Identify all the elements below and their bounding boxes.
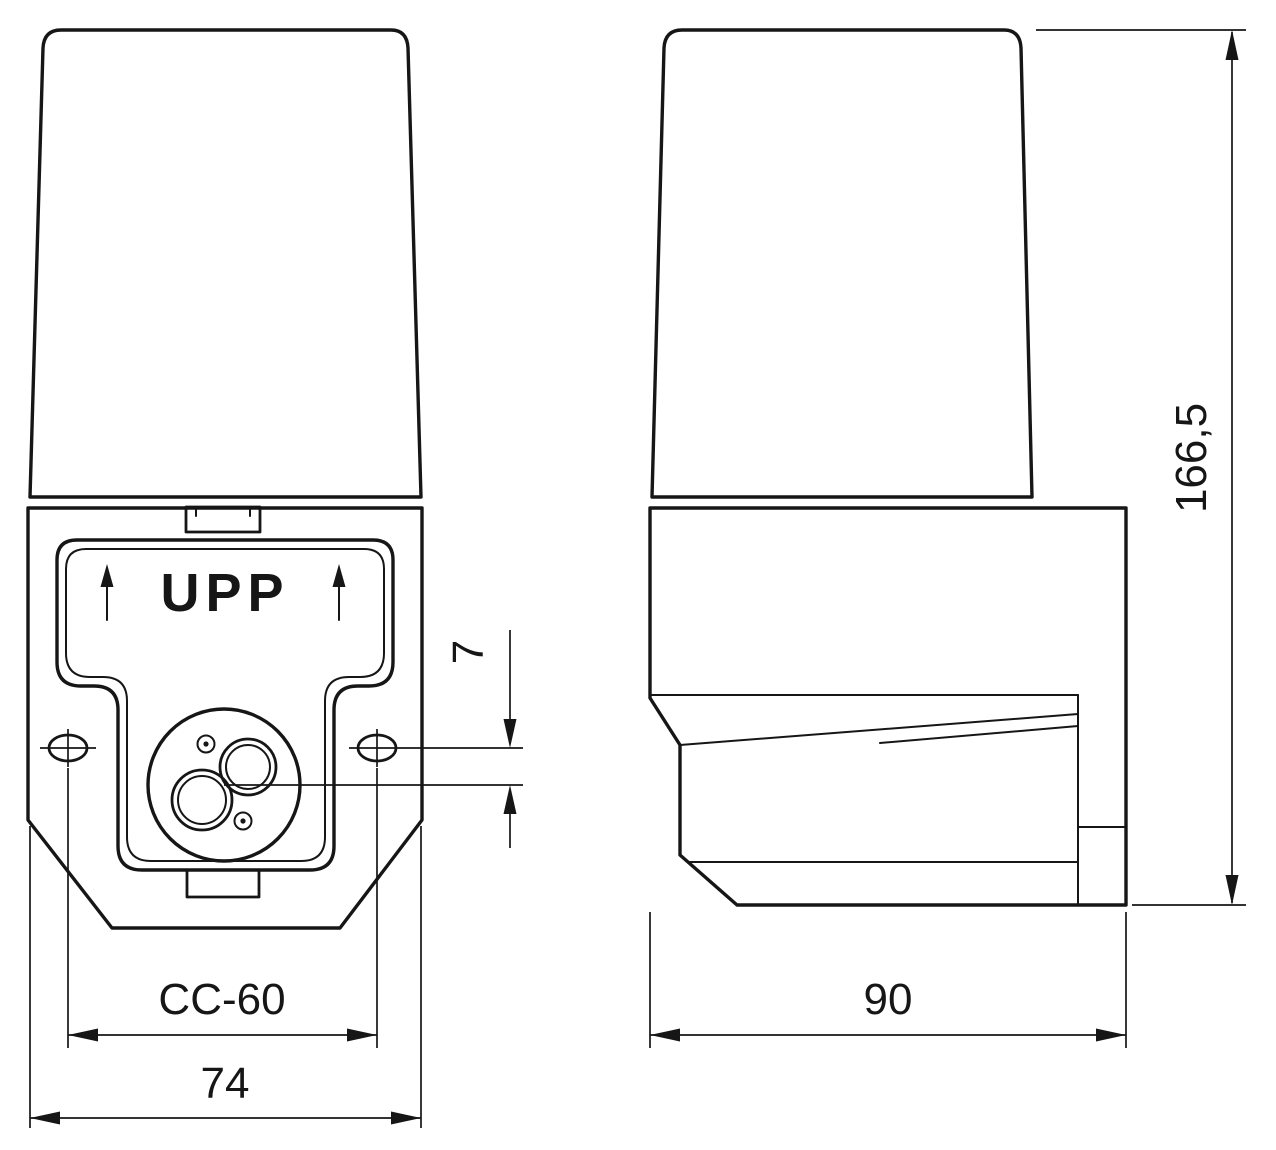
top-latch-tab	[184, 505, 262, 534]
side-base-details	[649, 694, 1127, 906]
dim-label-hole-offset: 7	[444, 640, 493, 664]
front-shade	[28, 28, 423, 499]
dim-arrow-down	[503, 719, 517, 748]
dim-arrow-left	[650, 1028, 680, 1042]
cable-entry-boss	[146, 707, 302, 863]
dim-arrow-left	[68, 1028, 98, 1042]
dimension-hole-offset: 7	[224, 630, 523, 848]
mounting-slot-right	[349, 729, 405, 767]
cable-hole-upper	[218, 737, 278, 797]
dimension-width: 74	[29, 826, 422, 1128]
front-panel: UPP	[55, 538, 395, 872]
dim-label-height: 166,5	[1167, 403, 1216, 513]
up-arrow-icon	[332, 564, 346, 621]
dim-label-depth: 90	[864, 975, 913, 1024]
dimension-depth: 90	[649, 912, 1127, 1048]
side-view	[648, 28, 1128, 907]
dimension-cc-spacing: CC-60	[67, 768, 378, 1048]
dim-arrow-down	[1225, 875, 1239, 905]
dim-arrow-right	[391, 1111, 421, 1125]
dimension-height: 166,5	[1036, 29, 1246, 906]
side-base	[648, 506, 1128, 907]
up-arrow-icon	[100, 564, 114, 621]
dimension-annotations: 7 CC-60 74 90	[29, 29, 1246, 1128]
dim-arrow-right	[347, 1028, 377, 1042]
dim-arrow-up	[1225, 30, 1239, 60]
dim-arrow-up	[503, 785, 517, 814]
upp-label: UPP	[160, 563, 289, 623]
screw-hole-lower	[233, 811, 253, 831]
dim-arrow-left	[30, 1111, 60, 1125]
upp-marking: UPP	[100, 563, 346, 623]
side-shade	[650, 28, 1034, 499]
dim-arrow-right	[1096, 1028, 1126, 1042]
screw-hole-upper	[196, 734, 216, 754]
bottom-latch-tab	[185, 868, 261, 899]
front-view: UPP	[26, 28, 424, 930]
mounting-slot-left	[40, 729, 96, 767]
cable-hole-lower	[170, 768, 234, 832]
dim-label-cc-spacing: CC-60	[158, 975, 285, 1024]
dim-label-width: 74	[201, 1059, 250, 1108]
